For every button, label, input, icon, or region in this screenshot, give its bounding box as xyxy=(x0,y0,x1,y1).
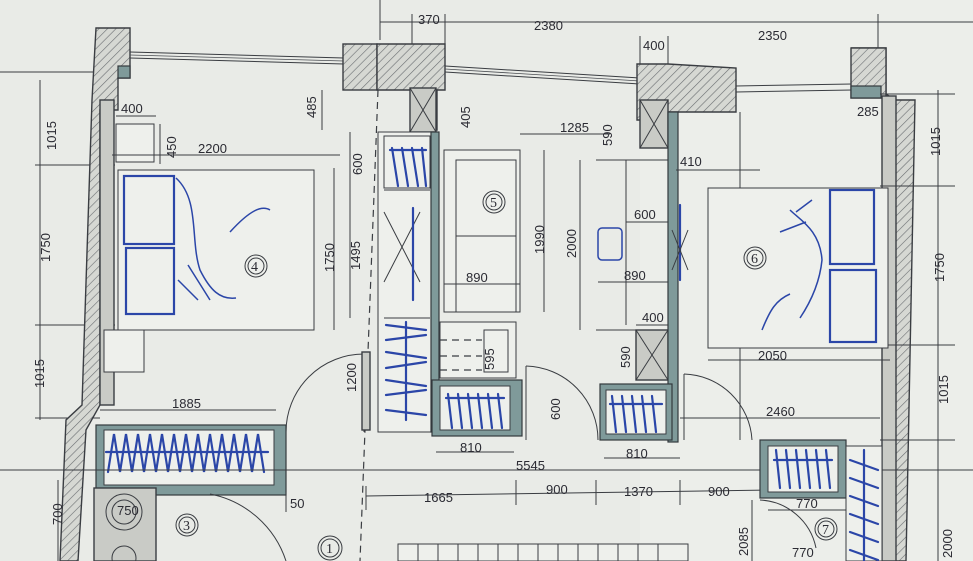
room-6-marker xyxy=(743,246,767,270)
dim-810-right: 810 xyxy=(626,446,648,461)
dim-50: 50 xyxy=(290,496,304,511)
dim-600-bath: 600 xyxy=(548,398,563,420)
dim-400-cab: 400 xyxy=(642,310,664,325)
dim-1015-left-top: 1015 xyxy=(44,121,59,150)
wardrobe-column-5-left xyxy=(377,131,440,433)
dim-890-right: 890 xyxy=(624,268,646,283)
dim-595: 595 xyxy=(482,348,497,370)
window-top-right xyxy=(735,83,853,93)
wardrobe-810-left xyxy=(431,379,523,437)
dim-1015-right-bottom: 1015 xyxy=(936,375,951,404)
room-3-label: 3 xyxy=(183,519,190,534)
dim-485: 485 xyxy=(304,96,319,118)
window-top-left xyxy=(129,51,345,65)
left-wall-inner xyxy=(99,99,115,406)
dim-890-left: 890 xyxy=(466,270,488,285)
dim-285: 285 xyxy=(857,104,879,119)
room-5-label: 5 xyxy=(490,196,497,211)
dim-600-closet: 600 xyxy=(350,153,365,175)
dim-1750-bed4: 1750 xyxy=(322,243,337,272)
dim-2350: 2350 xyxy=(758,28,787,43)
dim-600-desk: 600 xyxy=(634,207,656,222)
dim-5545: 5545 xyxy=(516,458,545,473)
right-dimension-chain xyxy=(880,90,955,561)
door-arc-room-6 xyxy=(683,373,753,441)
dim-370: 370 xyxy=(418,12,440,27)
dim-810-left: 810 xyxy=(460,440,482,455)
wardrobe-810-right xyxy=(599,383,673,441)
dim-590-top: 590 xyxy=(600,124,615,146)
dim-2000-room5: 2000 xyxy=(564,229,579,258)
washer-circle xyxy=(105,493,143,531)
door-arc-room-7 xyxy=(759,499,817,549)
dim-770-b: 770 xyxy=(792,545,814,560)
window-top-middle xyxy=(444,65,641,85)
wardrobe-room-7 xyxy=(759,439,883,561)
laundry-box xyxy=(93,487,157,561)
dim-1750-right: 1750 xyxy=(932,253,947,282)
dim-590-cab: 590 xyxy=(618,346,633,368)
right-column-cap xyxy=(850,85,882,99)
dim-450: 450 xyxy=(164,136,179,158)
dim-1200: 1200 xyxy=(344,363,359,392)
dim-900-bottom-left: 900 xyxy=(546,482,568,497)
dim-2000-right: 2000 xyxy=(940,529,955,558)
dim-1885: 1885 xyxy=(172,396,201,411)
dim-2460: 2460 xyxy=(766,404,795,419)
nightstand-top xyxy=(115,123,155,163)
bottom-dimension-chain xyxy=(365,480,771,510)
stairs-bottom xyxy=(397,543,689,561)
dim-1750-left: 1750 xyxy=(38,233,53,262)
door-arc-room-3 xyxy=(209,493,287,561)
dim-400-top: 400 xyxy=(643,38,665,53)
dim-1495: 1495 xyxy=(348,241,363,270)
wall-column-1 xyxy=(342,43,378,91)
dim-400-nightstand: 400 xyxy=(121,101,143,116)
dim-1665: 1665 xyxy=(424,490,453,505)
cabinet-595 xyxy=(439,321,517,379)
dim-2085: 2085 xyxy=(736,527,751,556)
dim-2050: 2050 xyxy=(758,348,787,363)
dim-1285: 1285 xyxy=(560,120,589,135)
dim-405: 405 xyxy=(458,106,473,128)
bed-room-6 xyxy=(707,187,889,349)
room-1-label: 1 xyxy=(326,542,333,557)
dim-410: 410 xyxy=(680,154,702,169)
dim-770-a: 770 xyxy=(796,496,818,511)
nightstand-bottom xyxy=(103,329,145,373)
dim-900-bottom-right: 900 xyxy=(708,484,730,499)
room-6-label: 6 xyxy=(751,252,758,267)
door-arc-room-5 xyxy=(525,365,599,441)
room-7-marker xyxy=(814,517,838,541)
dashed-partition xyxy=(359,89,379,561)
left-column-cap xyxy=(117,65,131,79)
chair xyxy=(597,227,623,261)
central-wall xyxy=(667,111,679,443)
room-3-marker xyxy=(175,513,199,537)
dim-1015-left-bottom: 1015 xyxy=(32,359,47,388)
door-arc-room-4 xyxy=(285,353,365,433)
wardrobe-1885 xyxy=(95,424,287,496)
dim-1015-right-top: 1015 xyxy=(928,127,943,156)
room-4-label: 4 xyxy=(251,260,258,275)
dim-1370: 1370 xyxy=(624,484,653,499)
dim-1990: 1990 xyxy=(532,225,547,254)
room-5-marker xyxy=(482,190,506,214)
room-7-label: 7 xyxy=(822,523,829,538)
dim-2380: 2380 xyxy=(534,18,563,33)
dim-2200: 2200 xyxy=(198,141,227,156)
room-4-marker xyxy=(244,254,268,278)
bed-room-4 xyxy=(117,169,315,331)
dim-750: 750 xyxy=(117,503,139,518)
room-1-marker xyxy=(317,535,343,561)
